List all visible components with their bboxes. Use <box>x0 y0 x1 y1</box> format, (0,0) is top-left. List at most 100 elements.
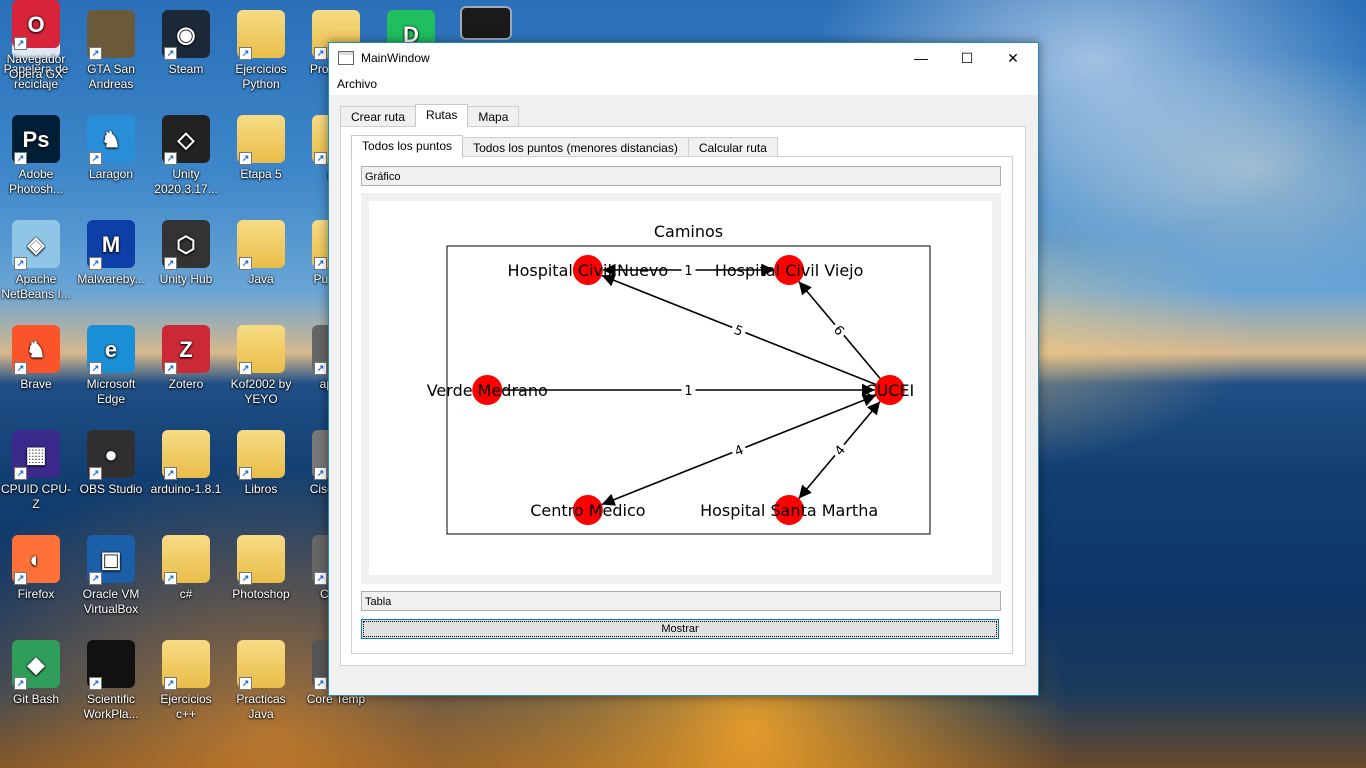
maximize-button[interactable]: ☐ <box>960 49 974 66</box>
desktop-icon-label: Unity 2020.3.17... <box>154 167 218 196</box>
node-label: Centro Medico <box>530 501 645 520</box>
opera-icon: O↗ <box>12 0 60 50</box>
desktop-icon[interactable]: ↗ Scientific WorkPla... <box>75 640 147 722</box>
folder-icon: ↗ <box>237 535 285 585</box>
shortcut-arrow-icon: ↗ <box>314 467 327 480</box>
desktop-icon[interactable]: ⬡↗Unity Hub <box>150 220 222 287</box>
desktop-icon-label: Microsoft Edge <box>86 377 136 406</box>
minimize-button[interactable]: — <box>914 50 928 66</box>
cpuz-icon: ▦↗ <box>12 430 60 480</box>
edge-weight-label: 1 <box>684 264 692 279</box>
desktop-icon[interactable]: ↗ Libros <box>225 430 297 497</box>
desktop-icon[interactable]: ◐↗Firefox <box>0 535 72 602</box>
tab-menores-distancias[interactable]: Todos los puntos (menores distancias) <box>462 137 689 158</box>
desktop-icon[interactable]: ◇↗Unity 2020.3.17... <box>150 115 222 197</box>
desktop-icon[interactable]: e↗Microsoft Edge <box>75 325 147 407</box>
menu-archivo[interactable]: Archivo <box>337 77 378 91</box>
shortcut-arrow-icon: ↗ <box>14 572 27 585</box>
desktop-icon[interactable]: ↗ arduino-1.8.1 <box>150 430 222 497</box>
shortcut-arrow-icon: ↗ <box>239 572 252 585</box>
edge-label-bg <box>729 319 749 341</box>
graph-node <box>874 375 905 405</box>
desktop-icon[interactable]: ●↗OBS Studio <box>75 430 147 497</box>
tab-rutas[interactable]: Rutas <box>415 104 469 127</box>
desktop-icon-label: Scientific WorkPla... <box>83 692 139 721</box>
desktop-icon[interactable]: ▣↗Oracle VM VirtualBox <box>75 535 147 617</box>
folder-icon: ↗ <box>162 430 210 480</box>
node-label: Hospital Civil Viejo <box>715 261 864 280</box>
desktop-icon[interactable]: Ps↗Adobe Photosh... <box>0 115 72 197</box>
desktop-icon-label: Kof2002 by YEYO <box>230 377 292 406</box>
desktop-icon[interactable]: ↗Ejercicios Python <box>225 10 297 92</box>
desktop-icon-label: Malwareby... <box>77 272 145 286</box>
desktop-icon[interactable]: ↗Java <box>225 220 297 287</box>
inner-tab-bar: Todos los puntos Todos los puntos (menor… <box>351 135 778 160</box>
folder-icon: ↗ <box>237 640 285 690</box>
desktop-icon-label: Git Bash <box>12 692 60 706</box>
grafico-header[interactable]: Gráfico <box>361 166 1001 186</box>
shortcut-arrow-icon: ↗ <box>314 152 327 165</box>
desktop-icon[interactable]: Z↗Zotero <box>150 325 222 392</box>
shortcut-arrow-icon: ↗ <box>14 677 27 690</box>
desktop-icon[interactable]: ↗c# <box>150 535 222 602</box>
desktop-icon-label: Steam <box>168 62 204 76</box>
shortcut-arrow-icon: ↗ <box>164 677 177 690</box>
terminal-icon <box>460 6 512 40</box>
desktop-icon-label: Ejercicios c++ <box>160 692 212 721</box>
tab-calcular-ruta[interactable]: Calcular ruta <box>687 137 778 158</box>
desktop-icon-label: Photoshop <box>232 587 290 601</box>
shortcut-arrow-icon: ↗ <box>239 362 252 375</box>
shortcut-arrow-icon: ↗ <box>164 572 177 585</box>
node-label: Verde Medrano <box>427 381 548 400</box>
folder-icon: ↗ <box>162 640 210 690</box>
shortcut-arrow-icon: ↗ <box>239 677 252 690</box>
desktop-icon[interactable]: ↗Etapa 5 <box>225 115 297 182</box>
shortcut-arrow-icon: ↗ <box>164 257 177 270</box>
shortcut-arrow-icon: ↗ <box>14 152 27 165</box>
desktop-icon[interactable]: ◆↗ Git Bash <box>0 640 72 707</box>
unity-icon: ◇↗ <box>162 115 210 165</box>
mostrar-button[interactable]: Mostrar <box>361 619 999 639</box>
tabla-header[interactable]: Tabla <box>361 591 1001 611</box>
desktop-icon[interactable]: ◉↗Steam <box>150 10 222 77</box>
tab-mapa[interactable]: Mapa <box>467 106 520 127</box>
desktop-icon[interactable]: ↗ Kof2002 by YEYO <box>225 325 297 407</box>
title-bar[interactable]: MainWindow — ☐ ✕ <box>329 43 1038 73</box>
edge-label-bg <box>681 262 696 278</box>
git-icon: ◆↗ <box>12 640 60 690</box>
desktop-icon[interactable] <box>450 6 522 44</box>
desktop-icon-label: Libros <box>244 482 278 496</box>
desktop-icon[interactable]: ◈↗Apache NetBeans I... <box>0 220 72 302</box>
desktop-icon-label: c# <box>179 587 193 601</box>
folder-icon: ↗ <box>237 430 285 480</box>
desktop-icon-label: arduino-1.8.1 <box>150 482 222 496</box>
desktop-icon[interactable]: ↗ Photoshop <box>225 535 297 602</box>
desktop-icon[interactable]: ▦↗CPUID CPU-Z <box>0 430 72 512</box>
desktop-icon-label: Brave <box>20 377 52 391</box>
shortcut-arrow-icon: ↗ <box>89 677 102 690</box>
shortcut-arrow-icon: ↗ <box>14 467 27 480</box>
desktop-icon[interactable]: M↗Malwareby... <box>75 220 147 287</box>
desktop-icon-label: Zotero <box>168 377 204 391</box>
photoshop-icon: Ps↗ <box>12 115 60 165</box>
desktop-icon[interactable]: ♞↗Laragon <box>75 115 147 182</box>
edge-weight-label: 1 <box>684 384 692 399</box>
desktop-icon[interactable]: O↗Navegador Opera GX <box>0 0 72 82</box>
node-label: Hospital Civil Nuevo <box>508 261 669 280</box>
desktop-icon[interactable]: ♞↗Brave <box>0 325 72 392</box>
firefox-icon: ◐↗ <box>12 535 60 585</box>
shortcut-arrow-icon: ↗ <box>14 257 27 270</box>
desktop-icon[interactable]: ↗ Ejercicios c++ <box>150 640 222 722</box>
shortcut-arrow-icon: ↗ <box>164 47 177 60</box>
desktop-icon[interactable]: ↗Practicas Java <box>225 640 297 722</box>
scientific-icon: ↗ <box>87 640 135 690</box>
tab-crear-ruta[interactable]: Crear ruta <box>340 106 417 127</box>
desktop-icon[interactable]: ↗GTA San Andreas <box>75 10 147 92</box>
shortcut-arrow-icon: ↗ <box>14 37 27 50</box>
desktop-icon-label: OBS Studio <box>79 482 143 496</box>
folder-icon: ↗ <box>237 325 285 375</box>
close-button[interactable]: ✕ <box>1007 49 1019 66</box>
tab-todos-los-puntos[interactable]: Todos los puntos <box>351 135 464 158</box>
outer-tab-bar: Crear ruta Rutas Mapa <box>340 104 520 129</box>
